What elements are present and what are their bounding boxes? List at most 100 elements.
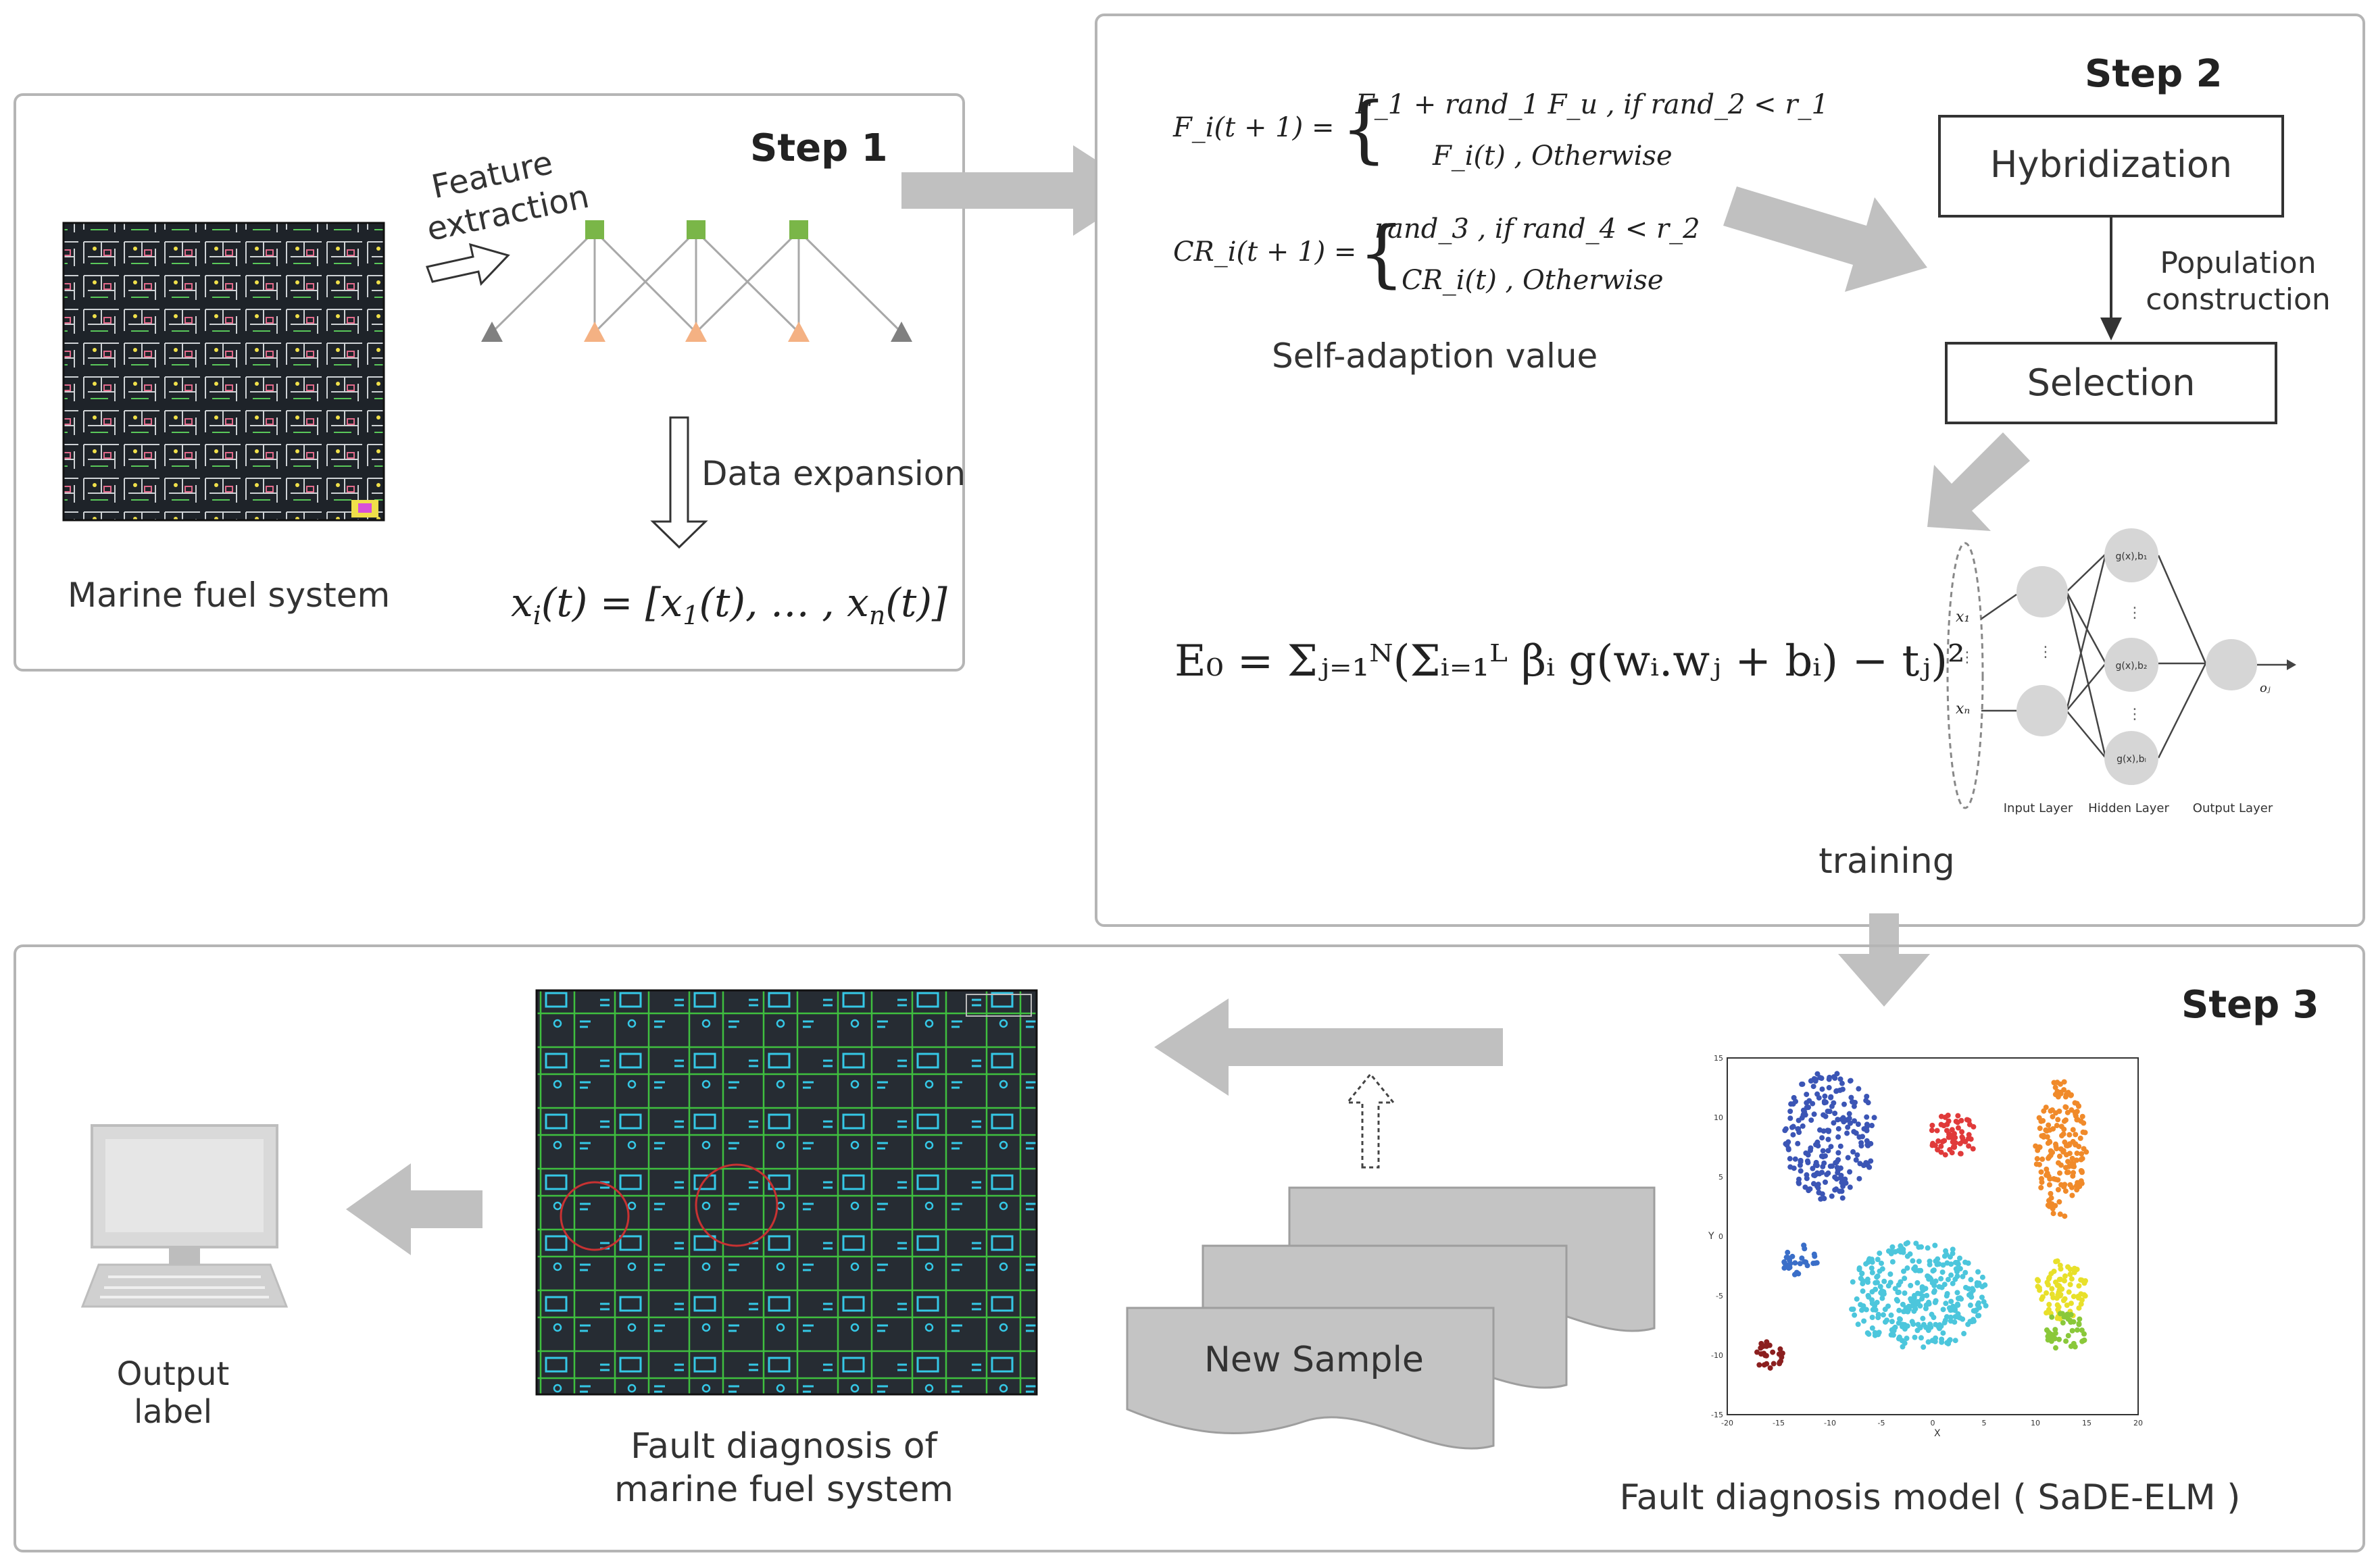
scatter-point (2047, 1139, 2053, 1145)
scatter-point (1900, 1301, 1906, 1307)
scatter-point (1866, 1164, 1873, 1170)
scatter-point (2078, 1301, 2084, 1307)
output-label-line1: Output (117, 1355, 230, 1393)
scatter-point (1945, 1276, 1951, 1282)
construction-label: construction (2146, 282, 2331, 317)
scatter-point (1828, 1144, 1834, 1150)
x-tick-label: 15 (2082, 1419, 2092, 1427)
scatter-point (1846, 1111, 1852, 1117)
scatter-point (1897, 1316, 1903, 1322)
scatter-point (2061, 1314, 2067, 1320)
scatter-point (2050, 1149, 2056, 1155)
x-tick-label: -20 (1721, 1419, 1733, 1427)
scatter-point (1962, 1138, 1969, 1144)
scatter-point (1839, 1080, 1845, 1086)
scatter-point (1942, 1152, 1948, 1158)
scatter-point (1933, 1278, 1939, 1284)
scatter-point (1820, 1148, 1826, 1154)
scatter-point (1813, 1142, 1819, 1148)
step2-title: Step 2 (2085, 52, 2223, 96)
scatter-point (1832, 1110, 1838, 1116)
scatter-point (1812, 1078, 1818, 1084)
scatter-point (2067, 1182, 2073, 1188)
step2-panel: Step 2 F_i(t + 1) = { F_1 + rand_1 F_u ,… (1095, 14, 2365, 927)
scatter-point (2046, 1182, 2052, 1188)
scatter-point (2045, 1337, 2051, 1343)
computer-icon (80, 1124, 289, 1308)
hybridization-box (1938, 115, 2284, 218)
scatter-point (1912, 1334, 1918, 1340)
scatter-point (1860, 1288, 1866, 1294)
input-node (2016, 685, 2068, 736)
scatter-point (1869, 1269, 1875, 1275)
scatter-point (1945, 1112, 1951, 1118)
scatter-point (2033, 1161, 2039, 1167)
scatter-point (1767, 1365, 1773, 1371)
scatter-point (1868, 1123, 1875, 1129)
scatter-point (1902, 1290, 1908, 1296)
scatter-point (2079, 1155, 2085, 1161)
scatter-point (1869, 1325, 1875, 1331)
scatter-point (1819, 1135, 1825, 1141)
scatter-point (1835, 1117, 1841, 1123)
scatter-point (1866, 1256, 1873, 1262)
scatter-point (2039, 1179, 2045, 1185)
scatter-point (2056, 1276, 2062, 1282)
scatter-point (1879, 1288, 1885, 1294)
scatter-point (1961, 1331, 1967, 1337)
scatter-point (1800, 1112, 1806, 1118)
diagnosis-label-line2: marine fuel system (614, 1469, 954, 1510)
hidden-node (2104, 528, 2158, 582)
scatter-point (1797, 1261, 1803, 1267)
scatter-point (2069, 1276, 2075, 1282)
scatter-point (2074, 1101, 2080, 1107)
scatter-point (2076, 1283, 2082, 1289)
scatter-point (2044, 1290, 2050, 1296)
scatter-point (1935, 1138, 1941, 1144)
scatter-point (2068, 1300, 2074, 1307)
scatter-point (1888, 1250, 1894, 1257)
scatter-point (2069, 1327, 2075, 1334)
scatter-point (2045, 1155, 2051, 1161)
input-xn: xₙ (1956, 701, 1970, 717)
diagnosis-label-line1: Fault diagnosis of (630, 1426, 938, 1467)
scatter-point (1777, 1346, 1783, 1352)
scatter-point (1868, 1265, 1875, 1271)
y-tick-label: -10 (1711, 1351, 1723, 1360)
hidden-layer-label: Hidden Layer (2088, 801, 2169, 815)
elm-network-diagram: x₁ ⋮ xₙ ⋮ g(x),b₁ (1946, 528, 2296, 815)
scatter-point (1835, 1134, 1841, 1140)
cr-brace: { (1358, 211, 1405, 296)
scatter-point (1940, 1330, 1946, 1336)
scatter-point (1926, 1299, 1932, 1305)
scatter-point (1787, 1109, 1793, 1115)
scatter-point (1982, 1282, 1988, 1288)
scatter-point (1915, 1298, 1921, 1305)
scatter-point (1923, 1286, 1929, 1292)
dotted-up-arrow-icon (1345, 1072, 1396, 1169)
scatter-point (1950, 1280, 1956, 1286)
scatter-point (1848, 1120, 1854, 1126)
scatter-point (2054, 1123, 2060, 1129)
scatter-point (1859, 1307, 1865, 1313)
scatter-point (1887, 1271, 1894, 1277)
scatter-point (2058, 1182, 2064, 1188)
scatter-point (1960, 1273, 1966, 1280)
scatter-point (1861, 1318, 1867, 1324)
scatter-point (1783, 1141, 1789, 1147)
scatter-point (1824, 1171, 1830, 1178)
scatter-point (1877, 1284, 1883, 1290)
scatter-point (1921, 1321, 1927, 1327)
scatter-point (2077, 1316, 2083, 1322)
scatter-point (1834, 1165, 1840, 1171)
scatter-point (2066, 1132, 2073, 1138)
scatter-point (2074, 1187, 2080, 1193)
f-formula-lhs: F_i(t + 1) = (1172, 112, 1334, 143)
scatter-point (2053, 1176, 2059, 1182)
scatter-point (2046, 1122, 2052, 1128)
scatter-point (1843, 1117, 1850, 1123)
scatter-point (2048, 1195, 2054, 1201)
scatter-point (1814, 1170, 1821, 1176)
scatter-point (1829, 1193, 1835, 1199)
